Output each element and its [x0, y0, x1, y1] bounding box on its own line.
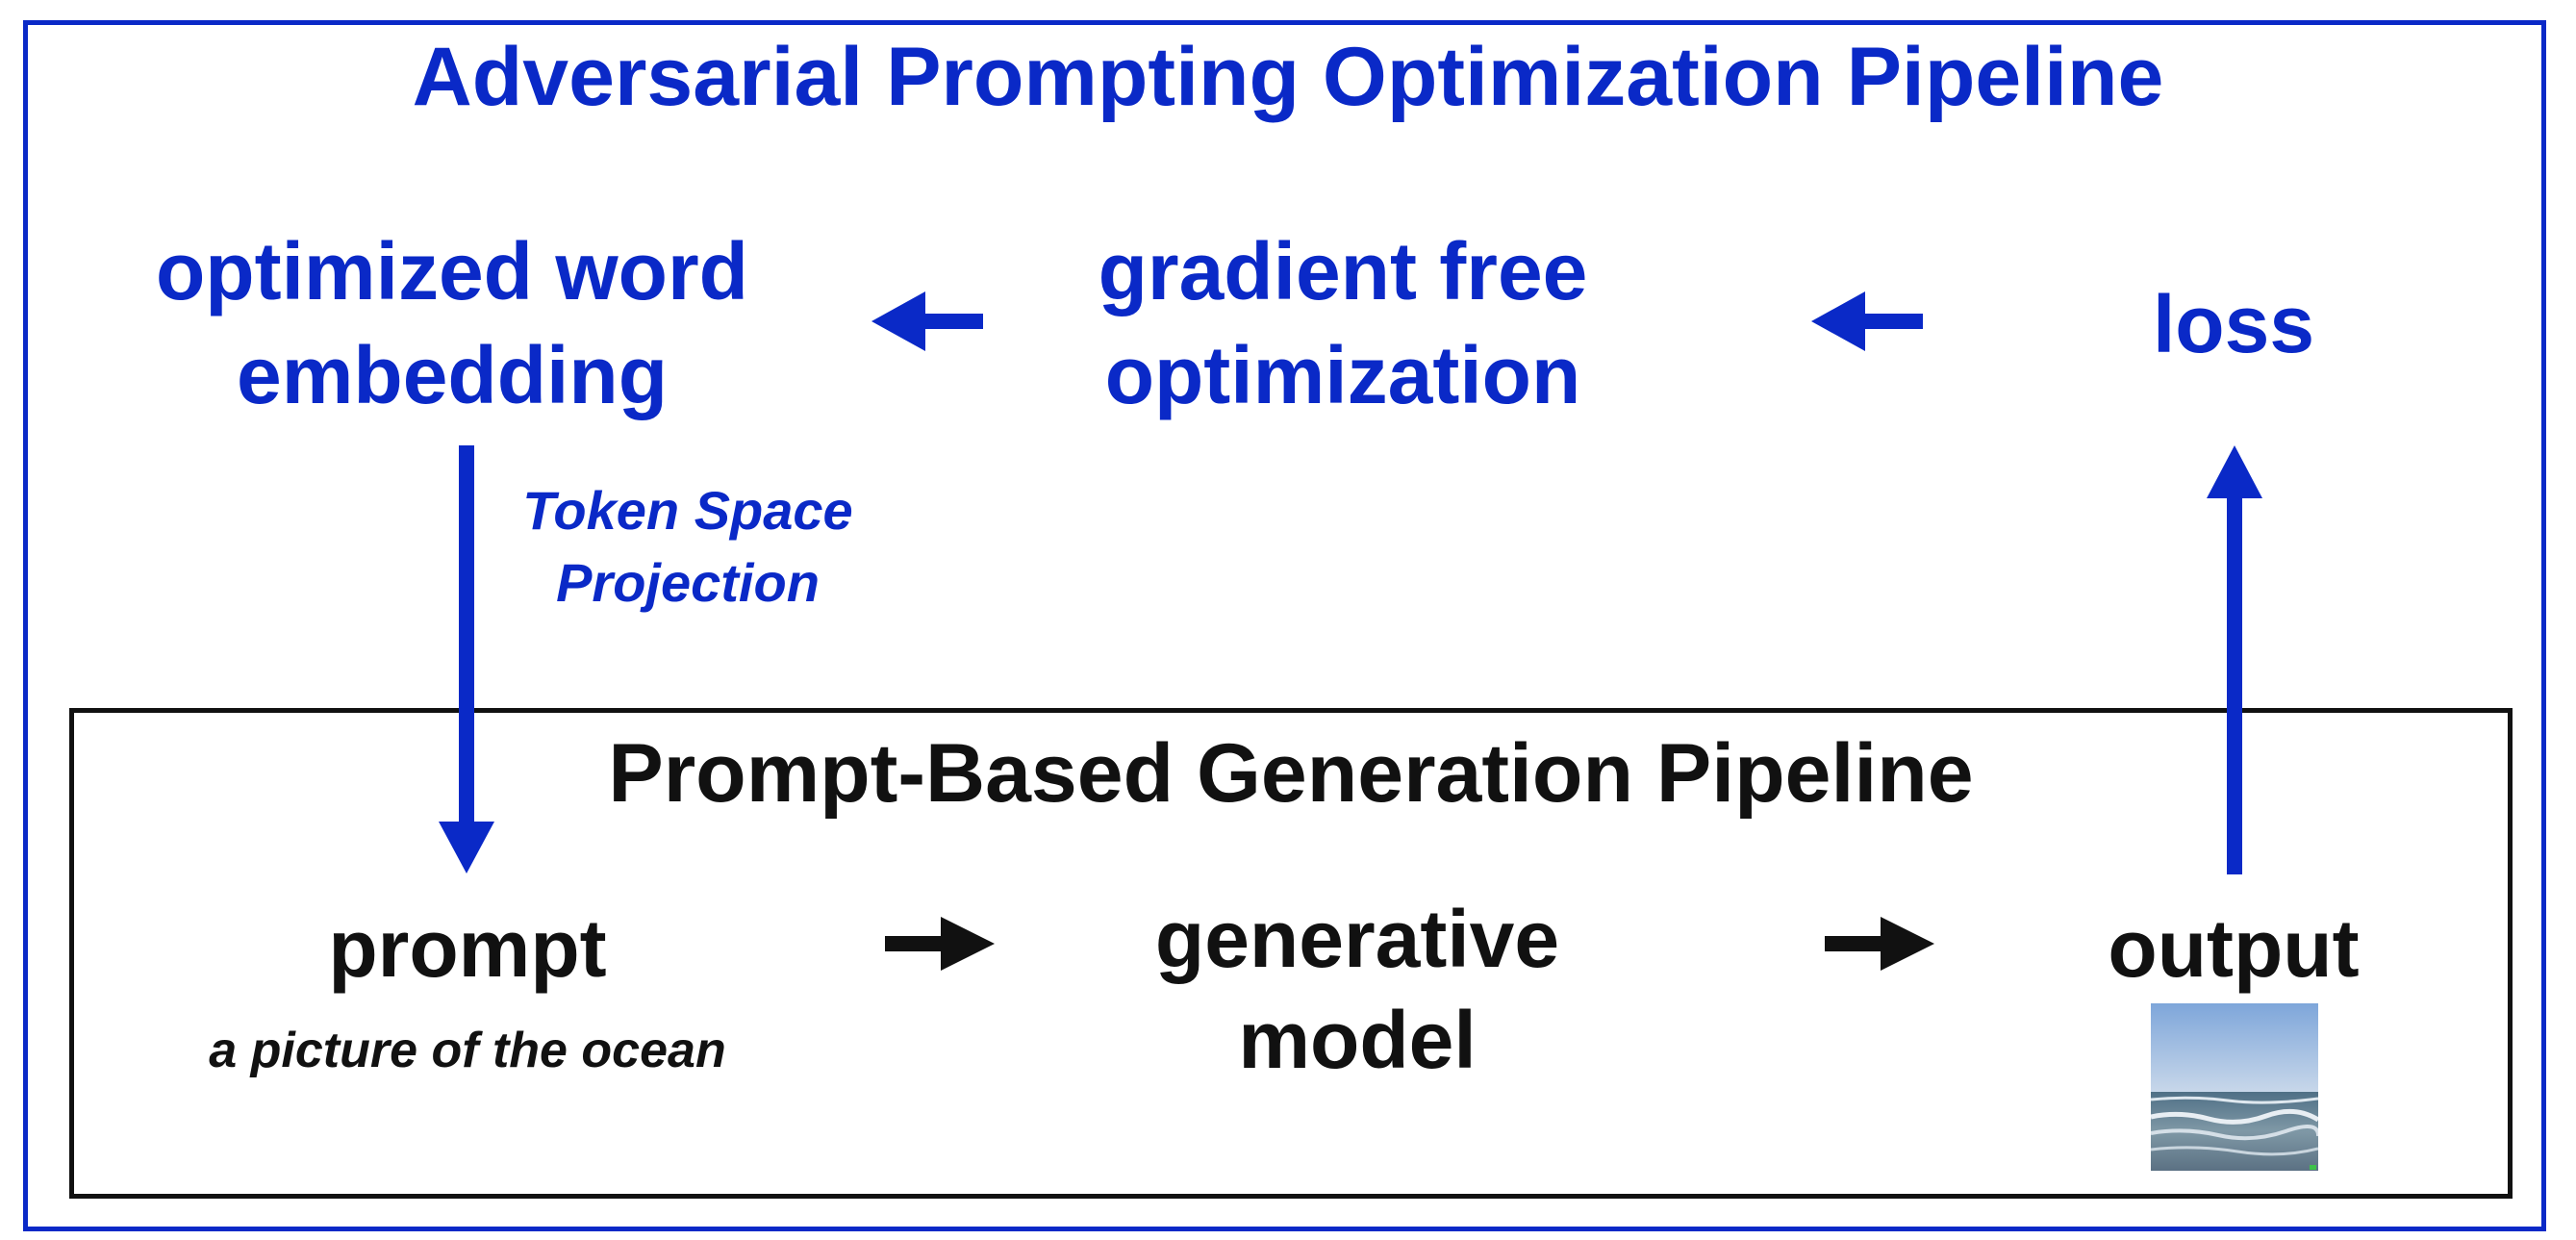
arrow-output-to-loss	[2207, 445, 2262, 874]
token-space-projection-label: Token Space Projection	[522, 480, 853, 613]
arrow-model-to-output	[1825, 917, 1934, 971]
gradient-free-optimization-node: gradient free optimization	[1098, 226, 1588, 420]
adversarial-pipeline-title: Adversarial Prompting Optimization Pipel…	[412, 31, 2164, 123]
prompt-node: prompt	[328, 903, 607, 994]
generation-pipeline-title: Prompt-Based Generation Pipeline	[608, 727, 1974, 820]
ocean-output-image	[2151, 1003, 2318, 1171]
prompt-example-text: a picture of the ocean	[209, 1023, 726, 1078]
optimized-word-embedding-node: optimized word embedding	[156, 226, 748, 420]
generation-pipeline-frame	[69, 708, 2513, 1199]
arrow-embedding-to-prompt	[439, 445, 494, 873]
output-node: output	[2108, 903, 2360, 994]
loss-node: loss	[2152, 279, 2315, 369]
arrow-loss-to-optimization	[1811, 291, 1923, 351]
adversarial-pipeline-frame	[23, 20, 2546, 1231]
generative-model-node: generative model	[1154, 894, 1560, 1085]
arrow-prompt-to-model	[885, 917, 995, 971]
arrow-optimization-to-embedding	[871, 291, 983, 351]
